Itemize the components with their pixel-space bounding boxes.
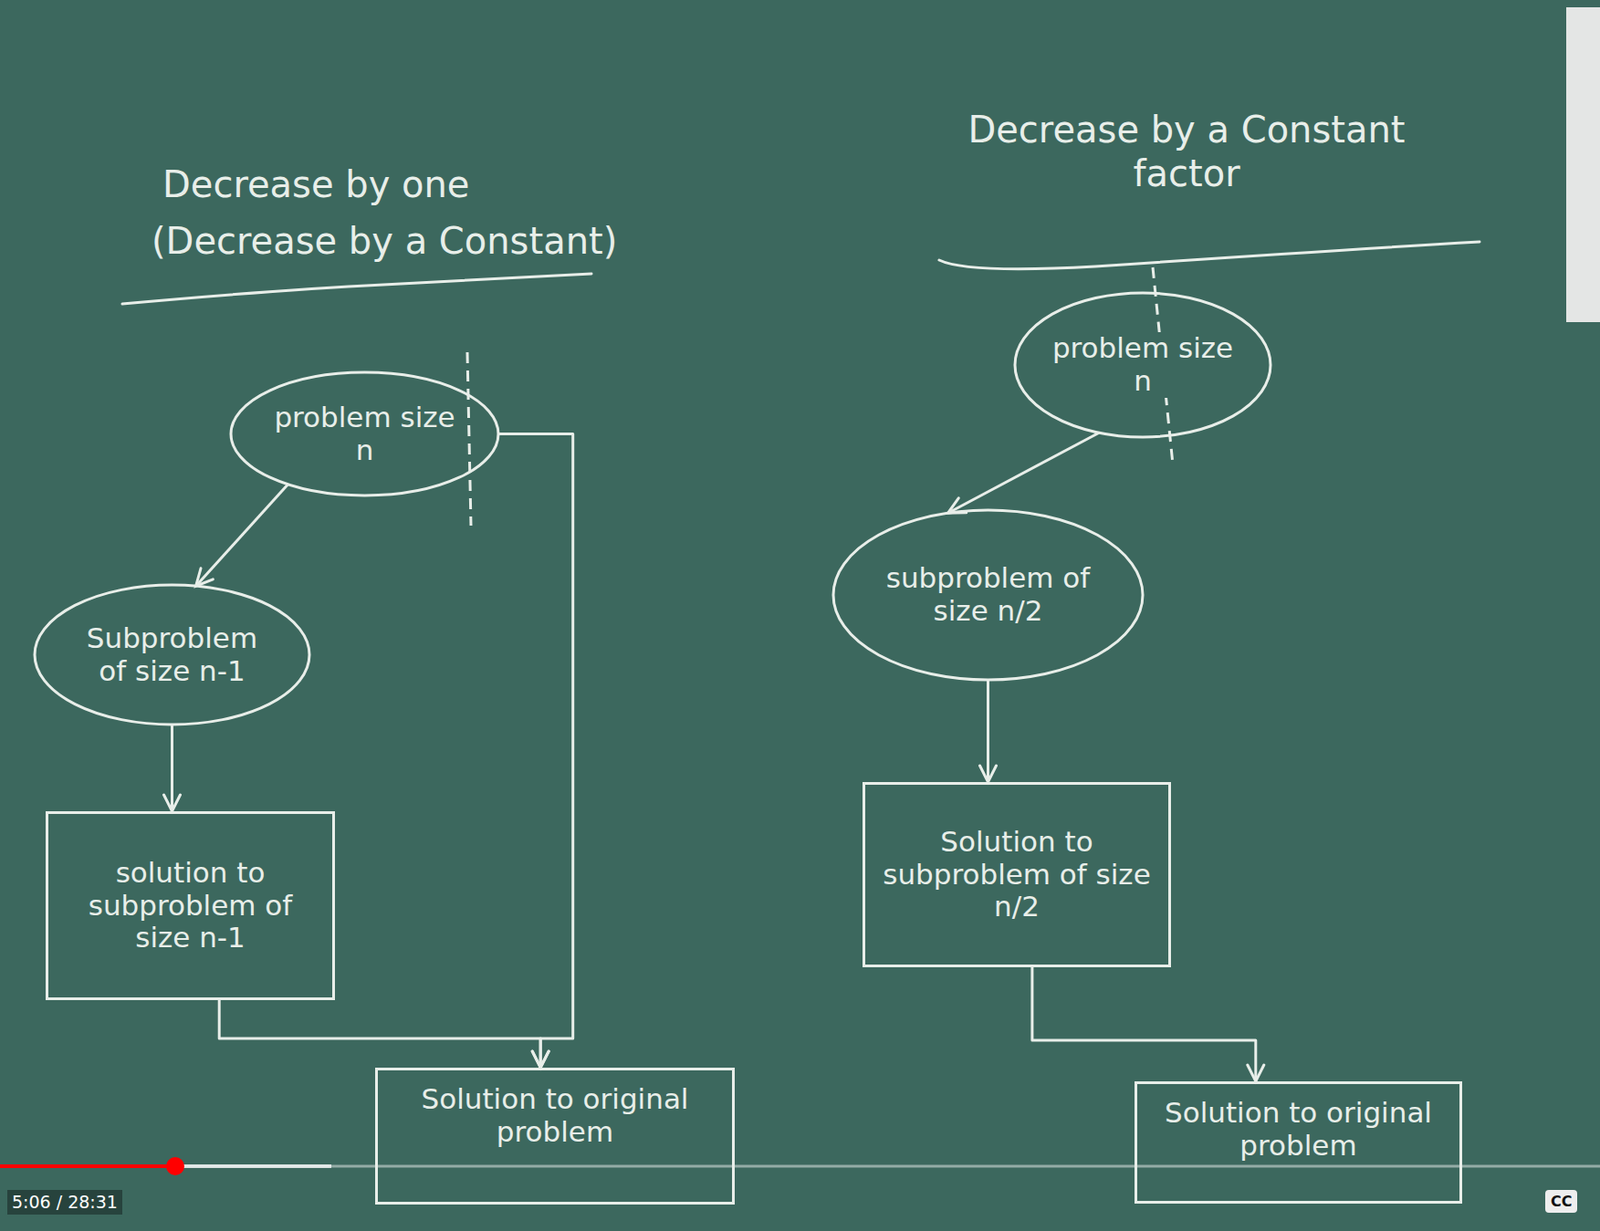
ellipse-outline <box>230 372 499 496</box>
progress-knob <box>166 1157 185 1176</box>
ellipse-outline <box>1014 292 1271 438</box>
node-text: Solution to original problem <box>1145 1097 1452 1162</box>
node-text: subproblem of size n/2 <box>872 562 1105 628</box>
node-text: solution to subproblem of size n-1 <box>56 857 325 955</box>
caption-button: CC <box>1545 1190 1578 1214</box>
solution-box: Solution to original problem <box>1134 1081 1463 1204</box>
flow-arrow <box>986 679 990 783</box>
problem-ellipse: problem size n <box>1013 291 1273 440</box>
flow-arrow <box>498 434 574 1069</box>
progress-played <box>0 1164 176 1169</box>
problem-ellipse: subproblem of size n/2 <box>831 508 1145 682</box>
node-text: problem size n <box>264 401 466 467</box>
progress-track <box>0 1165 1600 1169</box>
solution-box: Solution to subproblem of size n/2 <box>862 782 1172 968</box>
node-text: Subproblem of size n-1 <box>69 622 276 688</box>
solution-box: Solution to original problem <box>375 1067 735 1205</box>
flow-arrow <box>219 1000 541 1068</box>
dashed-divider <box>467 352 471 526</box>
section-heading: Decrease by one <box>162 162 470 207</box>
ellipse-outline <box>833 510 1143 680</box>
flow-arrow <box>196 484 289 586</box>
ellipse-outline <box>34 585 310 725</box>
flow-arrow <box>170 724 174 812</box>
section-heading: (Decrease by a Constant) <box>151 219 617 263</box>
node-text: Solution to subproblem of size n/2 <box>873 826 1161 924</box>
node-text: problem size n <box>1046 332 1239 398</box>
heading-underline <box>939 241 1480 270</box>
page-edge-strip <box>1566 7 1600 323</box>
progress-buffer <box>0 1164 332 1169</box>
flow-arrow <box>948 432 1100 513</box>
solution-box: solution to subproblem of size n-1 <box>45 811 335 1001</box>
problem-ellipse: problem size n <box>229 370 501 498</box>
node-text: Solution to original problem <box>386 1083 724 1149</box>
video-time: 5:06 / 28:31 <box>7 1190 123 1215</box>
flow-arrow <box>1032 967 1256 1082</box>
problem-ellipse: Subproblem of size n-1 <box>32 583 312 727</box>
section-heading: Decrease by a Constant factor <box>921 107 1452 196</box>
heading-underline <box>122 273 592 304</box>
